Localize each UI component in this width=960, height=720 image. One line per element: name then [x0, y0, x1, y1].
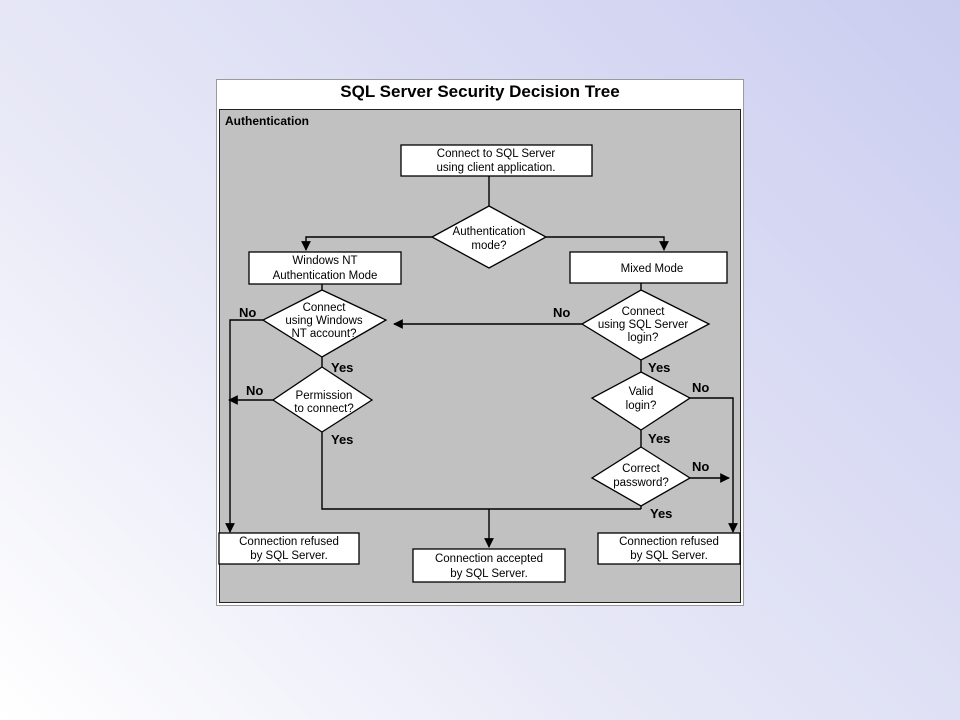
label-permission-yes: Yes — [331, 432, 353, 447]
box-connect — [400, 144, 593, 177]
authentication-panel: Authentication — [219, 109, 741, 603]
text-auth-mode-1: Authentication — [453, 226, 526, 238]
box-mixed-mode — [569, 251, 728, 284]
text-refused-right-1: Connection refused — [619, 536, 719, 548]
text-refused-right-2: by SQL Server. — [630, 550, 708, 562]
edge-mode-to-windows — [301, 236, 432, 251]
text-valid-login-1: Valid — [629, 386, 654, 398]
text-correct-password-1: Correct — [622, 463, 661, 475]
label-sql-yes: Yes — [648, 360, 670, 375]
section-label: Authentication — [225, 114, 309, 128]
text-valid-login-2: login? — [626, 400, 657, 412]
diamond-connect-windows — [261, 289, 388, 358]
text-connect-windows-3: NT account? — [292, 328, 357, 340]
text-connect-1: Connect to SQL Server — [437, 148, 556, 160]
label-windows-no: No — [239, 305, 256, 320]
box-accepted — [412, 548, 566, 583]
edge-mode-to-mixed — [546, 236, 669, 251]
text-auth-mode-2: mode? — [471, 240, 506, 252]
text-connect-windows-1: Connect — [303, 302, 347, 314]
box-refused-right — [597, 532, 741, 565]
text-connect-sql-1: Connect — [622, 306, 666, 318]
text-accepted-1: Connection accepted — [435, 553, 543, 565]
text-permission-1: Permission — [296, 390, 353, 402]
text-correct-password-2: password? — [613, 477, 669, 489]
label-password-no: No — [692, 459, 709, 474]
diamond-correct-password — [590, 446, 692, 507]
diamond-connect-sql — [580, 289, 711, 361]
text-connect-2: using client application. — [437, 162, 556, 174]
text-windows-mode-1: Windows NT — [292, 255, 357, 267]
label-windows-yes: Yes — [331, 360, 353, 375]
edge-permission-yes — [321, 432, 641, 510]
diamond-valid-login — [590, 371, 692, 431]
text-accepted-2: by SQL Server. — [450, 568, 528, 580]
text-refused-left-2: by SQL Server. — [250, 550, 328, 562]
box-refused-left — [218, 532, 360, 565]
label-valid-yes: Yes — [648, 431, 670, 446]
diagram-title: SQL Server Security Decision Tree — [340, 82, 620, 101]
edge-windows-no — [225, 319, 263, 533]
text-connect-sql-2: using SQL Server — [598, 319, 689, 331]
text-connect-windows-2: using Windows — [285, 315, 363, 327]
label-sql-no: No — [553, 305, 570, 320]
label-permission-no: No — [246, 383, 263, 398]
box-windows-mode — [248, 251, 402, 285]
edge-valid-no — [690, 397, 738, 533]
text-connect-sql-3: login? — [628, 332, 659, 344]
text-windows-mode-2: Authentication Mode — [273, 270, 378, 282]
text-mixed-mode: Mixed Mode — [621, 263, 684, 275]
diamond-auth-mode — [430, 205, 548, 269]
label-valid-no: No — [692, 380, 709, 395]
text-refused-left-1: Connection refused — [239, 536, 339, 548]
diamond-permission — [271, 366, 374, 433]
label-password-yes: Yes — [650, 506, 672, 521]
text-permission-2: to connect? — [294, 403, 353, 415]
